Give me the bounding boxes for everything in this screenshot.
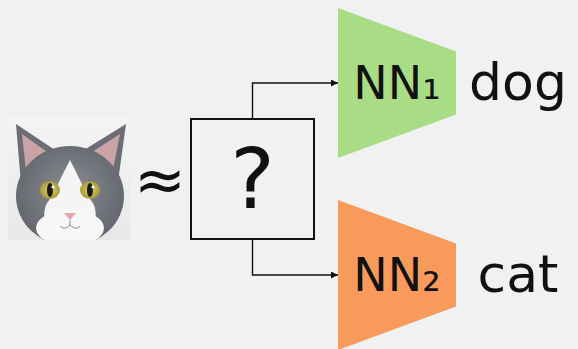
flow-arrow [253, 240, 339, 275]
network-trapezoid: NN₁ [338, 8, 456, 158]
cat-photo [8, 118, 130, 240]
output-label: cat [460, 244, 576, 304]
network-trapezoid: NN₂ [338, 200, 456, 349]
approx-symbol: ≈ [130, 150, 190, 210]
network-name: NN₁ [353, 60, 440, 106]
trapezoid-fill [338, 8, 456, 158]
network-name: NN₂ [353, 252, 440, 298]
output-label: dog [460, 52, 576, 112]
question-mark: ? [230, 137, 275, 221]
question-box: ? [190, 118, 315, 240]
trapezoid-fill [338, 200, 456, 349]
flow-arrow [253, 83, 339, 118]
